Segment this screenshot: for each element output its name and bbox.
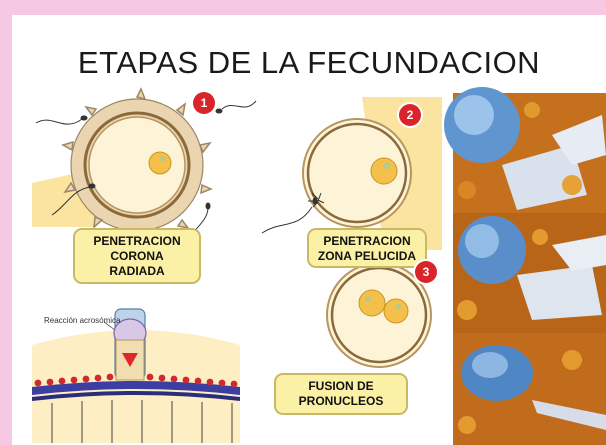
step2-label: PENETRACION ZONA PELUCIDA [307,228,427,268]
step3-badge: 3 [415,261,437,283]
slide-title: ETAPAS DE LA FECUNDACION [77,45,541,80]
step2-badge: 2 [399,104,421,126]
micrograph-panel [444,87,606,445]
illustration-canvas [32,87,606,445]
step3-label: FUSION DE PRONUCLEOS [274,373,408,415]
sperm-penetration-micrograph [453,213,606,333]
sperm-cells [35,100,257,241]
cortical-granules [34,373,238,388]
step1-label: PENETRACION CORONA RADIADA [73,228,201,284]
acrosome-reaction-diagram [32,303,240,443]
corona-spikes [61,87,213,245]
zona-pellucida-illustration [261,97,442,250]
sperm-contact-micrograph [444,87,606,213]
acrosome-caption: Reacción acrosómica [44,316,121,325]
step1-badge: 1 [193,92,215,114]
slide: ETAPAS DE LA FECUNDACION [12,15,606,445]
sperm-on-egg-micrograph [453,333,606,445]
corona-radiata-illustration [32,87,257,245]
pronuclei-fusion-illustration [326,262,432,368]
